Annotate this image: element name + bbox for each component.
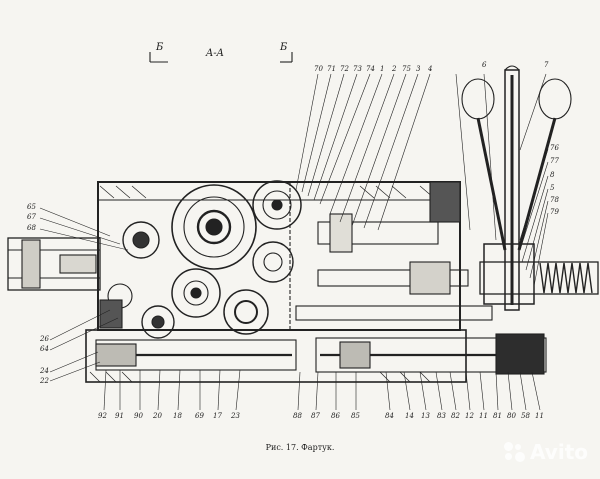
right-shaft [479, 261, 599, 295]
callout-bottom: 11 [535, 412, 544, 420]
callout-bottom: 80 [507, 412, 516, 420]
callout-bottom: 69 [195, 412, 204, 420]
callout-right: 78 [550, 196, 559, 204]
callout-bottom: 20 [153, 412, 162, 420]
callout-right: 76 [550, 144, 559, 152]
callout-left: 64 [40, 345, 49, 353]
callout-top: 2 [392, 65, 397, 73]
watermark: Avito [504, 440, 588, 464]
upper-shaft [317, 221, 439, 245]
callout-bottom: 82 [451, 412, 460, 420]
lever-knob-right [538, 78, 572, 120]
callout-bottom: 91 [115, 412, 124, 420]
spring [539, 262, 593, 294]
callout-bottom: 23 [231, 412, 240, 420]
callout-bottom: 13 [421, 412, 430, 420]
callout-top: 7 [544, 61, 549, 69]
gear-large [171, 184, 257, 270]
callout-bottom: 17 [213, 412, 222, 420]
callout-top: 1 [380, 65, 385, 73]
callout-top: 73 [353, 65, 362, 73]
section-label: A-A [206, 48, 224, 59]
figure-caption: Рис. 17. Фартук. [265, 443, 335, 452]
callout-bottom: 14 [405, 412, 414, 420]
middle-shaft [317, 269, 469, 287]
gear-lower-left [171, 268, 221, 318]
lever-rod [504, 69, 520, 311]
callout-top: 75 [402, 65, 411, 73]
callout-bottom: 90 [134, 412, 143, 420]
gear-mid [252, 241, 294, 283]
callout-top: 74 [366, 65, 375, 73]
callout-left: 68 [27, 224, 36, 232]
callout-bottom: 81 [493, 412, 502, 420]
callout-bottom: 88 [293, 412, 302, 420]
callout-top: 71 [327, 65, 336, 73]
callout-bottom: 84 [385, 412, 394, 420]
callout-bottom: 58 [521, 412, 530, 420]
callout-right: 8 [550, 171, 555, 179]
callout-right: 77 [550, 157, 559, 165]
callout-bottom: 85 [351, 412, 360, 420]
left-shaft [7, 237, 101, 291]
callout-left: 24 [40, 367, 49, 375]
callout-left: 26 [40, 335, 49, 343]
callout-left: 67 [27, 213, 36, 221]
callout-bottom: 83 [437, 412, 446, 420]
callout-top: 3 [416, 65, 421, 73]
view-mark-right: Б [280, 42, 288, 53]
callout-bottom: 92 [98, 412, 107, 420]
avito-dots-icon [504, 442, 526, 462]
callout-top: 4 [428, 65, 433, 73]
callout-top: 70 [314, 65, 323, 73]
gear-left [122, 221, 160, 259]
watermark-text: Avito [530, 440, 588, 464]
callout-bottom: 12 [465, 412, 474, 420]
gear-top [252, 180, 302, 230]
view-mark-left: Б [156, 42, 164, 53]
callout-top: 6 [482, 61, 487, 69]
callout-bottom: 18 [173, 412, 182, 420]
rack-cylinder-right [315, 337, 547, 373]
callout-bottom: 87 [311, 412, 320, 420]
callout-left: 22 [40, 377, 49, 385]
callout-top: 72 [340, 65, 349, 73]
lower-shaft [295, 305, 493, 321]
callout-left: 65 [27, 203, 36, 211]
callout-right: 5 [550, 184, 555, 192]
callout-bottom: 11 [479, 412, 488, 420]
lever-knob-left [461, 78, 495, 120]
callout-bottom: 86 [331, 412, 340, 420]
callout-right: 79 [550, 208, 559, 216]
gear-lower-right [223, 289, 269, 335]
